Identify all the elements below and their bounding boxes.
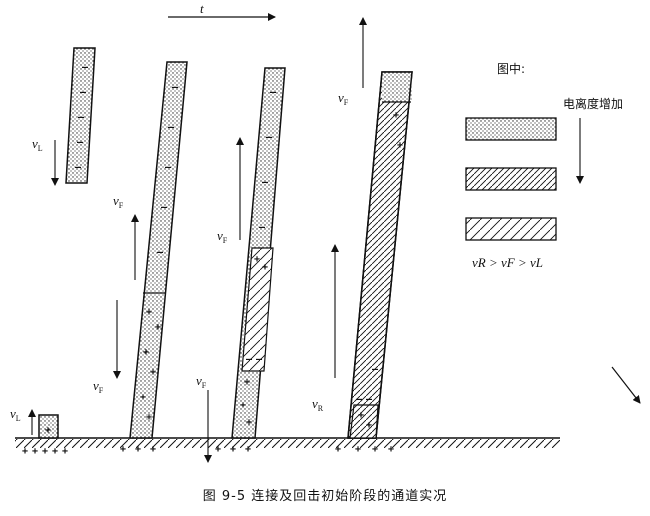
stage-1-leader-channel: – – – – – [65, 47, 96, 184]
svg-text:–: – [246, 354, 253, 365]
svg-text:vF: vF [217, 228, 228, 245]
svg-text:+: + [240, 400, 246, 411]
svg-text:+: + [397, 140, 403, 151]
svg-text:+: + [150, 444, 156, 455]
stage-4-return-stroke-channel: + + – – – + + + + + + [335, 71, 413, 455]
svg-text:+: + [120, 444, 126, 455]
svg-text:+: + [393, 110, 399, 121]
svg-text:+: + [32, 446, 38, 457]
svg-text:–: – [270, 87, 277, 98]
svg-text:+: + [358, 410, 364, 421]
svg-text:+: + [140, 392, 146, 403]
svg-text:+: + [372, 444, 378, 455]
svg-text:+: + [246, 417, 252, 428]
svg-text:–: – [172, 82, 179, 93]
time-label: t [200, 1, 204, 16]
svg-text:+: + [52, 446, 58, 457]
svg-text:+: + [150, 367, 156, 378]
svg-text:–: – [266, 132, 273, 143]
time-arrow: t [168, 1, 276, 21]
svg-text:–: – [77, 137, 84, 148]
legend: 图中: 电离度增加 vR > vF > vL [465, 61, 623, 270]
svg-text:+: + [42, 446, 48, 457]
svg-text:+: + [155, 322, 161, 333]
svg-text:+: + [215, 444, 221, 455]
svg-text:+: + [143, 347, 149, 358]
svg-text:–: – [75, 162, 82, 173]
svg-text:vL: vL [32, 136, 43, 153]
stage-2-connected-channel: – – – – – + + + + + + + + + [120, 61, 188, 455]
svg-text:–: – [262, 177, 269, 188]
svg-text:+: + [254, 254, 260, 265]
svg-text:+: + [146, 307, 152, 318]
stage-3-velocity-arrows: vF vF [196, 137, 244, 463]
legend-note: 电离度增加 [563, 96, 623, 111]
legend-inequality: vR > vF > vL [472, 255, 543, 270]
svg-text:vF: vF [196, 373, 207, 390]
diagonal-arrow [611, 366, 641, 404]
svg-text:vL: vL [10, 406, 21, 423]
svg-text:+: + [22, 446, 28, 457]
svg-text:+: + [262, 262, 268, 273]
stage-4-velocity-arrows: vF vR [312, 17, 367, 413]
svg-text:–: – [259, 222, 266, 233]
svg-text:–: – [82, 62, 89, 73]
svg-text:–: – [80, 87, 87, 98]
downward-leader-velocity: vL [32, 136, 59, 186]
svg-text:+: + [366, 420, 372, 431]
svg-text:–: – [256, 354, 263, 365]
svg-text:–: – [157, 247, 164, 258]
svg-text:–: – [78, 112, 85, 123]
svg-text:vF: vF [93, 378, 104, 395]
stage-3-return-stroke-channel: – – – – + + – – + + + + + + [215, 67, 286, 455]
svg-text:+: + [388, 444, 394, 455]
legend-swatch-dotted [465, 117, 557, 141]
svg-text:+: + [135, 444, 141, 455]
svg-text:–: – [356, 394, 363, 405]
svg-text:vF: vF [338, 90, 349, 107]
ground-plane [15, 437, 560, 448]
svg-text:–: – [161, 202, 168, 213]
figure-caption: 图 9-5 连接及回击初始阶段的通道实况 [202, 489, 448, 504]
svg-text:–: – [165, 162, 172, 173]
svg-text:+: + [62, 446, 68, 457]
upward-leader-stub: + vL + + + + + [10, 406, 68, 457]
svg-text:+: + [230, 444, 236, 455]
svg-text:vF: vF [113, 193, 124, 210]
svg-text:vR: vR [312, 396, 324, 413]
svg-text:+: + [244, 377, 250, 388]
svg-text:+: + [146, 412, 152, 423]
legend-swatch-sparse-hatch [465, 217, 557, 241]
svg-text:–: – [168, 122, 175, 133]
svg-text:+: + [245, 444, 251, 455]
legend-swatch-dense-hatch [465, 167, 557, 191]
svg-text:–: – [366, 394, 373, 405]
svg-text:–: – [372, 364, 379, 375]
stage-2-velocity-arrows: vF vF [93, 193, 139, 395]
svg-text:+: + [45, 425, 51, 436]
svg-text:+: + [335, 444, 341, 455]
svg-text:+: + [355, 444, 361, 455]
legend-title: 图中: [497, 61, 525, 76]
